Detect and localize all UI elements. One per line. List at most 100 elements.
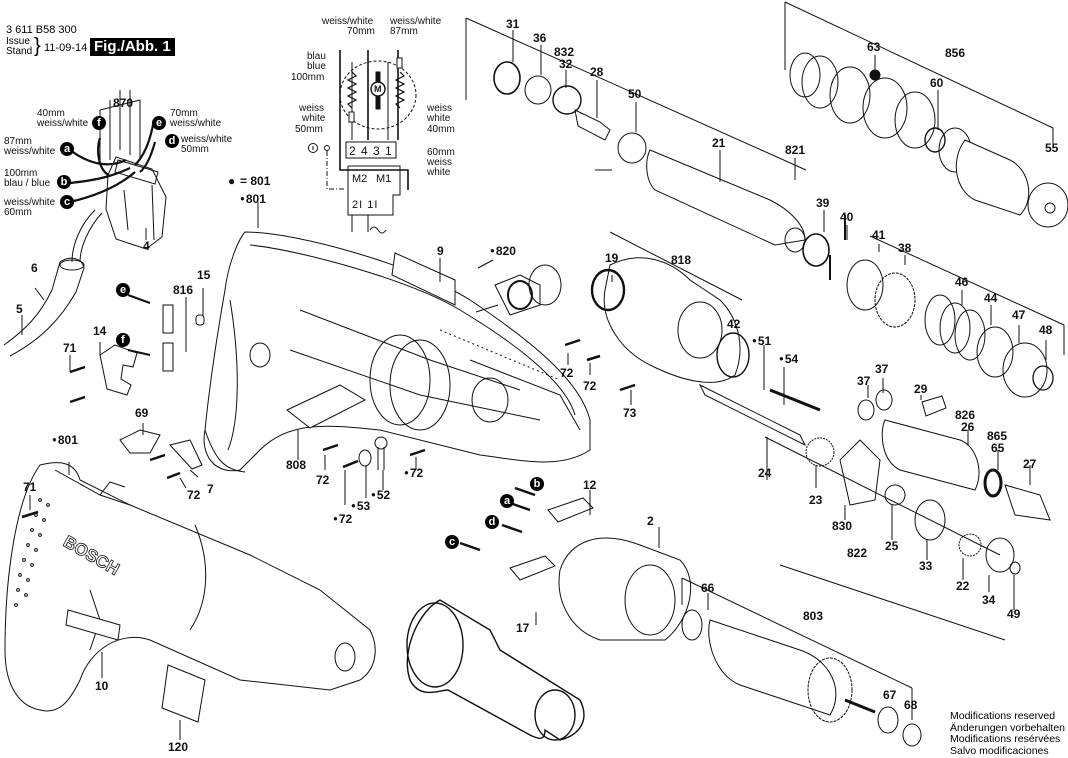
note-de: Änderungen vorbehalten (950, 721, 1066, 734)
wiring-bottom-right-length: 60mm (427, 147, 455, 158)
part-label-4: 4 (143, 239, 150, 253)
part-label-808: 808 (286, 458, 307, 472)
part-label-48: 48 (1039, 323, 1053, 337)
part-label-65: 65 (991, 441, 1005, 455)
screws-mid (322, 436, 426, 470)
part-label-66: 66 (701, 581, 715, 595)
part-label-5: 5 (16, 302, 23, 316)
wiring-blue-length: 100mm (291, 72, 325, 83)
part-label-870: 870 (113, 96, 134, 110)
part-label-67: 67 (883, 688, 897, 702)
stand-label: Stand (6, 46, 33, 57)
part-label-820: 820 (490, 245, 516, 257)
part-label-55: 55 (1045, 141, 1059, 155)
label-plate-9 (391, 252, 456, 306)
switch-m2: M2 (352, 173, 368, 185)
wire-c-color: weiss/white (4, 197, 56, 208)
piston-assembly (493, 61, 1054, 398)
wire-e-badge: e (152, 116, 166, 130)
part-label-803: 803 (803, 609, 824, 623)
wiring-white-left-length: 50mm (295, 124, 323, 135)
bracket-lines (465, 1, 1065, 720)
part-label-47: 47 (1012, 308, 1026, 322)
part-label-856: 856 (945, 46, 966, 60)
note-en: Modifications reserved (950, 710, 1056, 722)
brush-badge-d: d (485, 515, 499, 529)
part-label-54: 54 (779, 353, 798, 365)
wiring-white-right-de: weiss (427, 103, 453, 114)
wire-b-length: 100mm (4, 168, 38, 179)
wire-e-length: 70mm (170, 108, 198, 119)
part-label-63: 63 (867, 40, 881, 54)
part-label-53: 53 (351, 500, 370, 512)
modifications-note: Modifications reserved Änderungen vorbeh… (950, 710, 1066, 757)
gear-train (805, 389, 1051, 575)
small-parts-left (69, 294, 205, 480)
brush-badge-e: e (116, 283, 130, 297)
part-label-23: 23 (809, 493, 823, 507)
part-label-42: 42 (727, 317, 741, 331)
wire-f-color: weiss/white (37, 118, 89, 129)
wire-d-length: 50mm (181, 144, 209, 155)
figure-label: Fig./Abb. 1 (90, 38, 175, 56)
note-es: Salvo modificaciones (950, 744, 1049, 757)
wiring-top-right-label: weiss/white (390, 16, 442, 27)
part-label-37-b: 37 (875, 362, 889, 376)
part-label-72-mid: 72 (316, 473, 330, 487)
part-label-41: 41 (872, 228, 886, 242)
wire-a-color: weiss/white (4, 146, 56, 157)
part-label-33: 33 (919, 559, 933, 573)
part-label-46: 46 (955, 275, 969, 289)
part-label-51: 51 (752, 335, 771, 347)
part-label-818: 818 (671, 253, 692, 267)
gearbox-housing (494, 257, 821, 447)
part-label-69: 69 (135, 406, 149, 420)
part-label-31: 31 (506, 17, 520, 31)
part-label-52: 52 (371, 489, 390, 501)
wiring-white-right-en: white (427, 113, 451, 124)
brush-badge-c: c (445, 535, 459, 549)
part-number: 3 611 B58 300 (6, 24, 77, 36)
issue-date: 11-09-14 (44, 42, 88, 54)
tool-body: BOSCH (4, 462, 376, 723)
part-label-72-gear-b: 72 (583, 379, 597, 393)
part-label-24: 24 (758, 466, 772, 480)
part-label-29: 29 (914, 382, 928, 396)
wiring-top-left-length: 70mm (347, 26, 375, 37)
wire-b-color: blau / blue (4, 178, 51, 189)
part-label-801-body: 801 (52, 434, 78, 446)
leader-lines (21, 30, 1047, 740)
wire-c-length: 60mm (4, 207, 32, 218)
switch-m1: M1 (376, 173, 392, 185)
part-label-22: 22 (956, 579, 970, 593)
part-label-49: 49 (1007, 607, 1021, 621)
wiring-white-left-en: white (302, 113, 326, 124)
part-label-28: 28 (590, 65, 604, 79)
part-label-72-dot-b: 72 (404, 467, 423, 479)
part-label-34: 34 (982, 593, 996, 607)
part-label-21: 21 (712, 136, 726, 150)
part-label-27: 27 (1023, 457, 1037, 471)
part-label-37-a: 37 (857, 374, 871, 388)
wiring-white-left-de: weiss (299, 103, 325, 114)
part-label-68: 68 (904, 698, 918, 712)
wiring-schematic (308, 50, 417, 234)
motor-parts (459, 486, 922, 747)
part-label-15: 15 (197, 268, 211, 282)
part-label-60: 60 (930, 76, 944, 90)
part-label-32: 32 (559, 57, 573, 71)
legend-dot-meaning: = 801 (240, 174, 271, 188)
part-label-821: 821 (785, 143, 806, 157)
brush-badge-f: f (116, 333, 130, 347)
switch-assembly (69, 90, 167, 263)
part-label-816: 816 (173, 283, 194, 297)
part-label-830: 830 (832, 519, 853, 533)
brace: } (34, 35, 41, 57)
part-label-7: 7 (207, 482, 214, 496)
wiring-blue-en: blue (307, 61, 326, 72)
part-label-25: 25 (885, 539, 899, 553)
part-label-72-gear-a: 72 (560, 366, 574, 380)
part-label-38: 38 (898, 241, 912, 255)
wire-a-length: 87mm (4, 136, 32, 147)
